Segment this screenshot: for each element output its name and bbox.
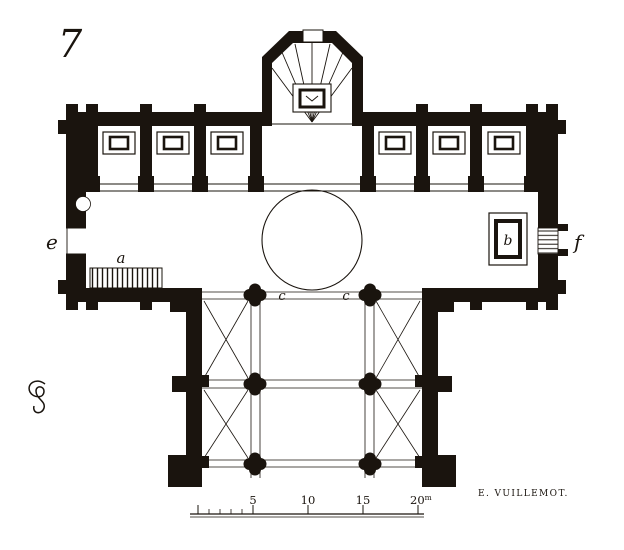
figure-number: 7: [58, 22, 83, 66]
label-c-left: c: [278, 289, 286, 304]
engraver-signature: E. VUILLEMOT.: [478, 489, 569, 499]
nave-vault-lines: [202, 291, 422, 478]
pier-quatrefoil: [358, 452, 382, 476]
scale-mark-15: 15: [356, 493, 371, 507]
chapel-altar: [431, 130, 467, 156]
label-c-right: c: [342, 289, 350, 304]
chapel-altar: [377, 130, 413, 156]
transept-hall: [66, 189, 559, 291]
scale-unit: m: [425, 493, 432, 502]
chapel-altar: [101, 130, 137, 156]
pier-quatrefoil: [358, 372, 382, 396]
label-b: b: [504, 233, 513, 249]
tower-top-window: [302, 29, 324, 43]
chapels-east: [362, 126, 538, 180]
chapel-arcade: [84, 176, 540, 192]
tower-altar: [292, 83, 332, 113]
engraver-monogram: [28, 380, 46, 414]
chapel-altar: [155, 130, 191, 156]
label-e: e: [46, 230, 58, 254]
east-door-stairs: [537, 227, 559, 255]
stair-block: [89, 267, 163, 289]
scale-bar: 5 10 15 20m: [190, 493, 432, 518]
chapel-altar: [209, 130, 245, 156]
wall-niche: [75, 196, 91, 212]
nave-walls: [168, 288, 456, 487]
west-door: [66, 227, 86, 255]
crossing-dome-circle: [261, 189, 363, 291]
nave: [168, 283, 456, 487]
chapel-altar: [486, 130, 522, 156]
scale-mark-20: 20m: [410, 493, 432, 507]
label-f: f: [572, 230, 585, 254]
east-end-wall: [538, 112, 558, 302]
label-a: a: [117, 249, 126, 267]
apse-tower: [262, 29, 363, 126]
chapels-west: [86, 126, 262, 180]
pier-quatrefoil: [358, 283, 382, 307]
side-altar: [488, 212, 528, 266]
scale-mark-10: 10: [301, 493, 316, 507]
scale-ticks: [197, 505, 419, 514]
scale-mark-5: 5: [249, 493, 256, 507]
